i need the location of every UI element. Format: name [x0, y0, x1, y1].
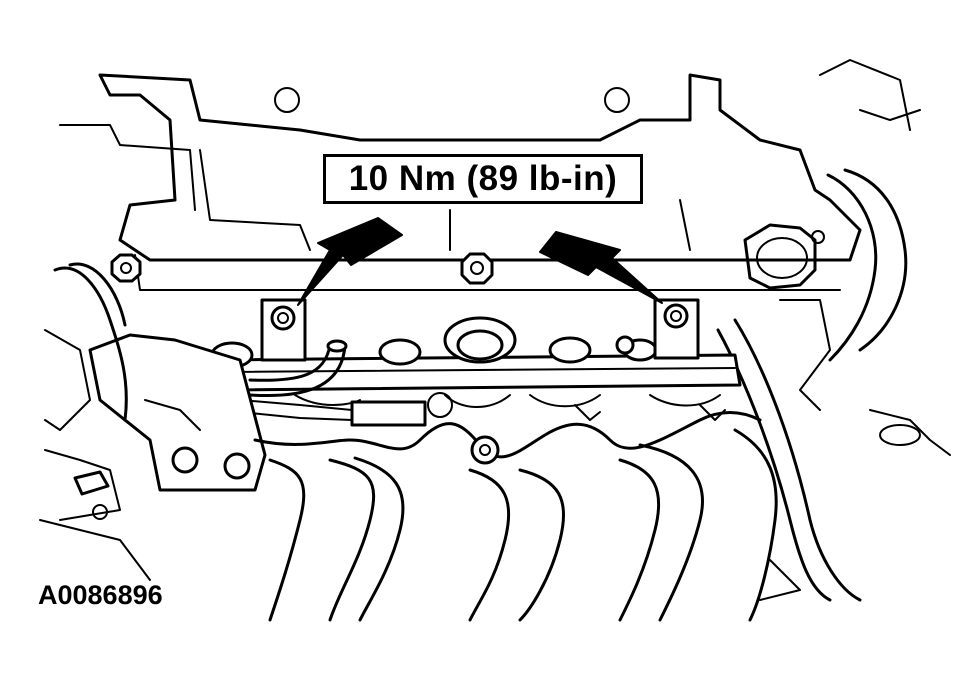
left-engine-parts — [39, 262, 151, 581]
arrow-right — [539, 231, 663, 304]
fuel-rail-bolt-left — [260, 298, 307, 362]
injector-bosses — [210, 316, 658, 369]
left-bracket — [88, 333, 267, 492]
runner-ports — [294, 394, 726, 421]
fuel-rail-bolt-right — [653, 298, 700, 360]
arrow-left — [297, 217, 403, 306]
sensor-connector — [239, 392, 453, 427]
cover-bolt-left — [110, 253, 142, 283]
wiring-harness-right — [716, 168, 951, 602]
cover-bolt-center — [460, 252, 494, 285]
coolant-outlet — [743, 223, 825, 290]
fuel-supply-line — [248, 339, 348, 398]
torque-label: 10 Nm (89 lb-in) — [348, 159, 618, 198]
torque-callout: 10 Nm (89 lb-in) — [323, 154, 643, 204]
intake-runners — [253, 335, 778, 622]
figure-id: A0086896 — [38, 580, 163, 610]
